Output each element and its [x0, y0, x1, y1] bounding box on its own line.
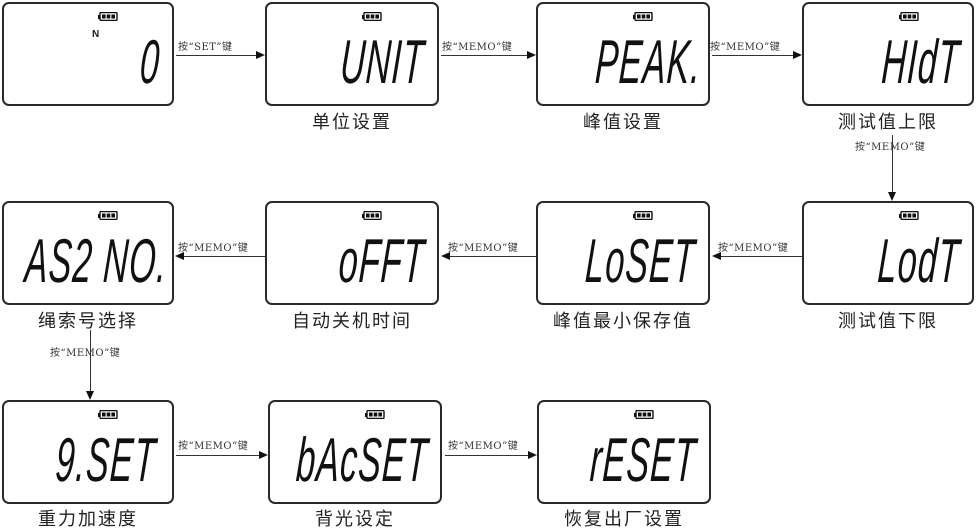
edge-label-memo: 按“MEMO”键: [442, 42, 513, 53]
edge-label-memo: 按“MEMO”键: [855, 142, 926, 153]
arrow-line: [448, 256, 536, 257]
battery-full-icon: [98, 410, 118, 419]
arrow-left-icon: [441, 252, 450, 260]
edge-label-memo: 按“MEMO”键: [448, 243, 519, 254]
arrow-left-icon: [712, 252, 721, 260]
battery-full-icon: [633, 12, 653, 21]
lcd-readout: LodT: [875, 227, 962, 296]
lcd-screen-gravity: 9.SET: [2, 400, 174, 504]
lcd-readout: UNIT: [338, 28, 427, 97]
arrow-line: [90, 330, 91, 392]
lcd-screen-hi-limit: HIdT: [802, 2, 974, 106]
caption-lo-limit: 测试值下限: [838, 311, 938, 332]
battery-full-icon: [98, 12, 118, 21]
arrow-down-icon: [888, 192, 896, 201]
lcd-screen-peak: PEAK.: [536, 2, 710, 106]
edge-label-memo: 按“MEMO”键: [718, 243, 789, 254]
arrow-line: [445, 455, 529, 456]
arrow-line: [712, 55, 794, 56]
lcd-screen-measure: N 0: [2, 2, 174, 106]
lcd-screen-unit: UNIT: [265, 2, 439, 106]
arrow-line: [176, 455, 261, 456]
lcd-screen-rope: AS2 NO.: [2, 201, 174, 305]
arrow-line: [182, 256, 265, 257]
lcd-screen-lo-set: LoSET: [536, 201, 710, 305]
arrow-right-icon: [528, 451, 537, 459]
battery-full-icon: [899, 211, 919, 220]
battery-full-icon: [362, 12, 382, 21]
arrow-down-icon: [86, 391, 94, 400]
battery-full-icon: [633, 211, 653, 220]
caption-lo-set: 峰值最小保存值: [553, 311, 693, 332]
battery-full-icon: [634, 410, 654, 419]
lcd-readout: AS2 NO.: [23, 227, 170, 296]
arrow-left-icon: [175, 252, 184, 260]
caption-hi-limit: 测试值上限: [838, 112, 938, 133]
arrow-right-icon: [256, 51, 265, 59]
lcd-readout: HIdT: [879, 28, 962, 97]
battery-full-icon: [98, 211, 118, 220]
arrow-right-icon: [259, 451, 268, 459]
lcd-screen-backlight: bAcSET: [268, 400, 442, 504]
lcd-readout: 0: [137, 28, 162, 97]
caption-rope: 绳索号选择: [38, 311, 138, 332]
battery-full-icon: [362, 211, 382, 220]
battery-full-icon: [899, 12, 919, 21]
edge-label-set: 按“SET”键: [178, 42, 233, 53]
arrow-right-icon: [527, 51, 536, 59]
edge-label-memo: 按“MEMO”键: [178, 243, 249, 254]
unit-indicator: N: [92, 29, 100, 40]
edge-label-memo: 按“MEMO”键: [50, 348, 121, 359]
arrow-right-icon: [793, 51, 802, 59]
lcd-readout: bAcSET: [294, 426, 430, 495]
lcd-readout: 9.SET: [53, 426, 158, 495]
caption-reset: 恢复出厂设置: [564, 509, 684, 530]
lcd-screen-reset: rESET: [537, 400, 711, 504]
lcd-readout: PEAK.: [593, 28, 704, 97]
caption-auto-off: 自动关机时间: [292, 311, 412, 332]
caption-unit: 单位设置: [312, 112, 392, 133]
lcd-readout: LoSET: [584, 227, 698, 296]
edge-label-memo: 按“MEMO”键: [448, 441, 519, 452]
lcd-readout: oFFT: [336, 227, 427, 296]
arrow-line: [176, 55, 258, 56]
lcd-readout: rESET: [588, 426, 699, 495]
arrow-line: [718, 256, 802, 257]
arrow-line: [441, 55, 528, 56]
caption-gravity: 重力加速度: [38, 509, 138, 530]
lcd-screen-auto-off: oFFT: [265, 201, 439, 305]
edge-label-memo: 按“MEMO”键: [178, 441, 249, 452]
edge-label-memo: 按“MEMO”键: [710, 42, 781, 53]
arrow-line: [892, 135, 893, 193]
caption-peak: 峰值设置: [583, 112, 663, 133]
lcd-screen-lo-limit: LodT: [802, 201, 974, 305]
caption-backlight: 背光设定: [315, 509, 395, 530]
battery-full-icon: [365, 410, 385, 419]
